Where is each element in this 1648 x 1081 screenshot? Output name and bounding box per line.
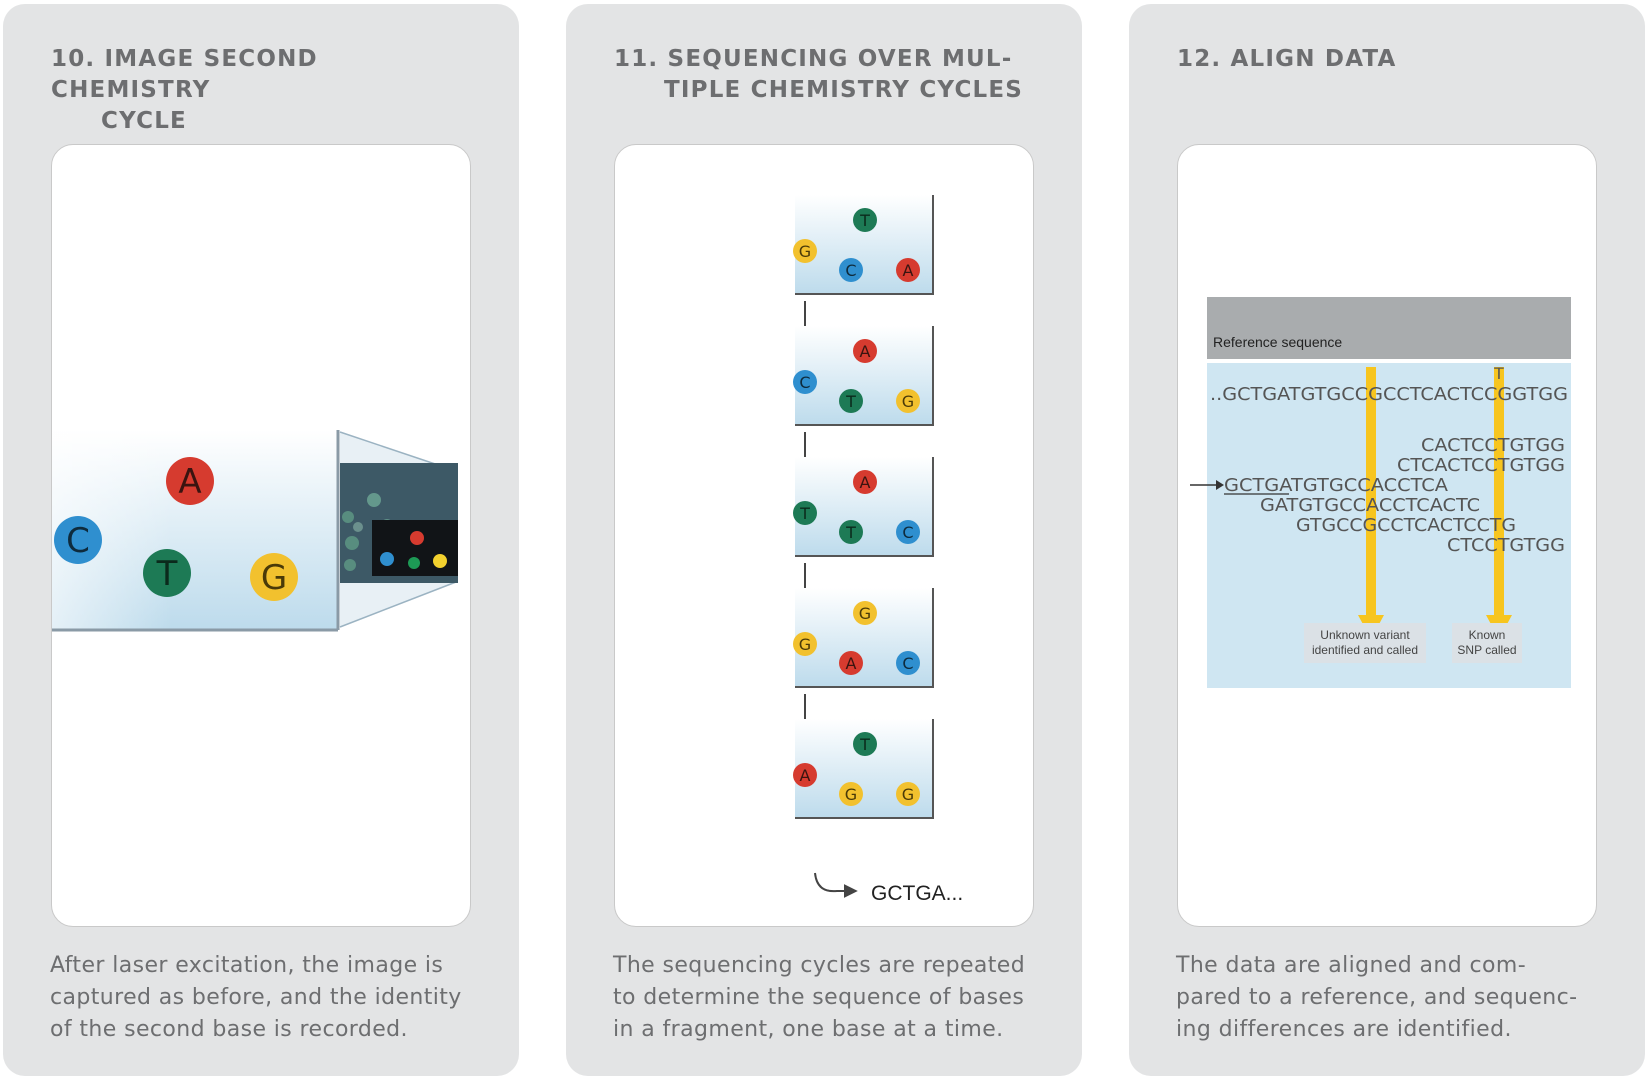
panel-caption: After laser excitation, the image is cap…: [50, 950, 500, 1046]
read-1: CACTCCTGTGG: [1421, 435, 1565, 456]
svg-text:A: A: [903, 261, 914, 280]
read-3: GCTGATGTGCCACCTCA: [1224, 475, 1449, 496]
svg-text:A: A: [860, 342, 871, 361]
svg-text:C: C: [845, 261, 856, 280]
base-a: A: [896, 258, 920, 282]
result-sequence: GCTGA...: [871, 882, 963, 905]
reference-label: Reference sequence: [1213, 334, 1342, 350]
base-a: A: [166, 457, 214, 505]
base-g: G: [793, 632, 817, 656]
base-a: A: [793, 763, 817, 787]
base-g: G: [793, 239, 817, 263]
base-g: G: [896, 389, 920, 413]
read-6: CTCCTGTGG: [1447, 535, 1565, 556]
base-g: G: [250, 553, 298, 601]
illustration-card: Reference sequence T ..GCTGATGTGCCGCCTCA…: [1177, 144, 1597, 927]
base-a: A: [853, 470, 877, 494]
svg-text:T: T: [156, 554, 178, 594]
panel-title: 11. SEQUENCING OVER MUL- TIPLE CHEMISTRY…: [614, 44, 1044, 106]
base-a: A: [839, 651, 863, 675]
svg-text:C: C: [66, 521, 90, 561]
base-t: T: [853, 208, 877, 232]
svg-text:T: T: [799, 504, 810, 523]
base-c: C: [839, 258, 863, 282]
svg-text:A: A: [846, 654, 857, 673]
svg-text:A: A: [860, 473, 871, 492]
read-4: GATGTGCCACCTCACTC: [1260, 495, 1480, 516]
base-t: T: [143, 549, 191, 597]
svg-text:G: G: [902, 392, 914, 411]
panel-image-second-cycle: 10. IMAGE SECOND CHEMISTRY CYCLE: [3, 4, 519, 1076]
svg-text:C: C: [799, 373, 810, 392]
svg-text:Known: Known: [1469, 628, 1506, 642]
base-c: C: [896, 520, 920, 544]
svg-text:T: T: [845, 392, 856, 411]
illustration-card: T G C A A C T G A T T C G G A C T A G G GCTGA...: [614, 144, 1034, 927]
svg-text:T: T: [859, 735, 870, 754]
base-c: C: [896, 651, 920, 675]
svg-text:G: G: [859, 604, 871, 623]
panel-title-line-2: TIPLE CHEMISTRY CYCLES: [614, 75, 1044, 106]
panel-title: 10. IMAGE SECOND CHEMISTRY CYCLE: [51, 44, 481, 137]
snp-base: T: [1494, 364, 1504, 383]
base-t: T: [839, 520, 863, 544]
cycles-illustration: T G C A A C T G A T T C G G A C T A G G GCTGA...: [615, 145, 1033, 926]
panel-caption: The data are aligned and com- pared to a…: [1176, 950, 1626, 1046]
svg-text:G: G: [799, 635, 811, 654]
base-t: T: [853, 732, 877, 756]
flowcell-illustration: A C T G: [52, 145, 470, 926]
svg-text:T: T: [845, 523, 856, 542]
alignment-illustration: Reference sequence T ..GCTGATGTGCCGCCTCA…: [1178, 145, 1596, 926]
read-2: CTCACTCCTGTGG: [1397, 455, 1565, 476]
illustration-card: A C T G: [51, 144, 471, 927]
result-arrow: [815, 873, 855, 891]
panel-title-line-1: 11. SEQUENCING OVER MUL-: [614, 46, 1013, 72]
panel-title-line-1: 12. ALIGN DATA: [1177, 46, 1397, 72]
panel-title-line-1: 10. IMAGE SECOND CHEMISTRY: [51, 46, 318, 103]
svg-text:A: A: [178, 462, 201, 502]
panel-align-data: 12. ALIGN DATA Reference sequence T ..GC…: [1129, 4, 1645, 1076]
panel-sequencing-cycles: 11. SEQUENCING OVER MUL- TIPLE CHEMISTRY…: [566, 4, 1082, 1076]
svg-text:identified and called: identified and called: [1312, 643, 1418, 657]
base-a: A: [853, 339, 877, 363]
svg-text:G: G: [902, 785, 914, 804]
base-t: T: [793, 501, 817, 525]
base-c: C: [54, 516, 102, 564]
base-t: T: [839, 389, 863, 413]
panel-caption: The sequencing cycles are repeated to de…: [613, 950, 1063, 1046]
svg-text:SNP called: SNP called: [1457, 643, 1516, 657]
base-g: G: [839, 782, 863, 806]
svg-text:C: C: [902, 523, 913, 542]
read-5: GTGCCGCCTCACTCCTG: [1296, 515, 1516, 536]
panel-title-line-2: CYCLE: [51, 106, 481, 137]
svg-text:G: G: [845, 785, 857, 804]
svg-text:A: A: [800, 766, 811, 785]
svg-text:C: C: [902, 654, 913, 673]
panel-title: 12. ALIGN DATA: [1177, 44, 1607, 75]
base-g: G: [853, 601, 877, 625]
reference-sequence: ..GCTGATGTGCCGCCTCACTCCGGTGG: [1210, 384, 1568, 405]
svg-text:Unknown variant: Unknown variant: [1320, 628, 1410, 642]
svg-text:G: G: [799, 242, 811, 261]
base-c: C: [793, 370, 817, 394]
base-g: G: [896, 782, 920, 806]
svg-text:G: G: [261, 558, 287, 598]
svg-text:T: T: [859, 211, 870, 230]
